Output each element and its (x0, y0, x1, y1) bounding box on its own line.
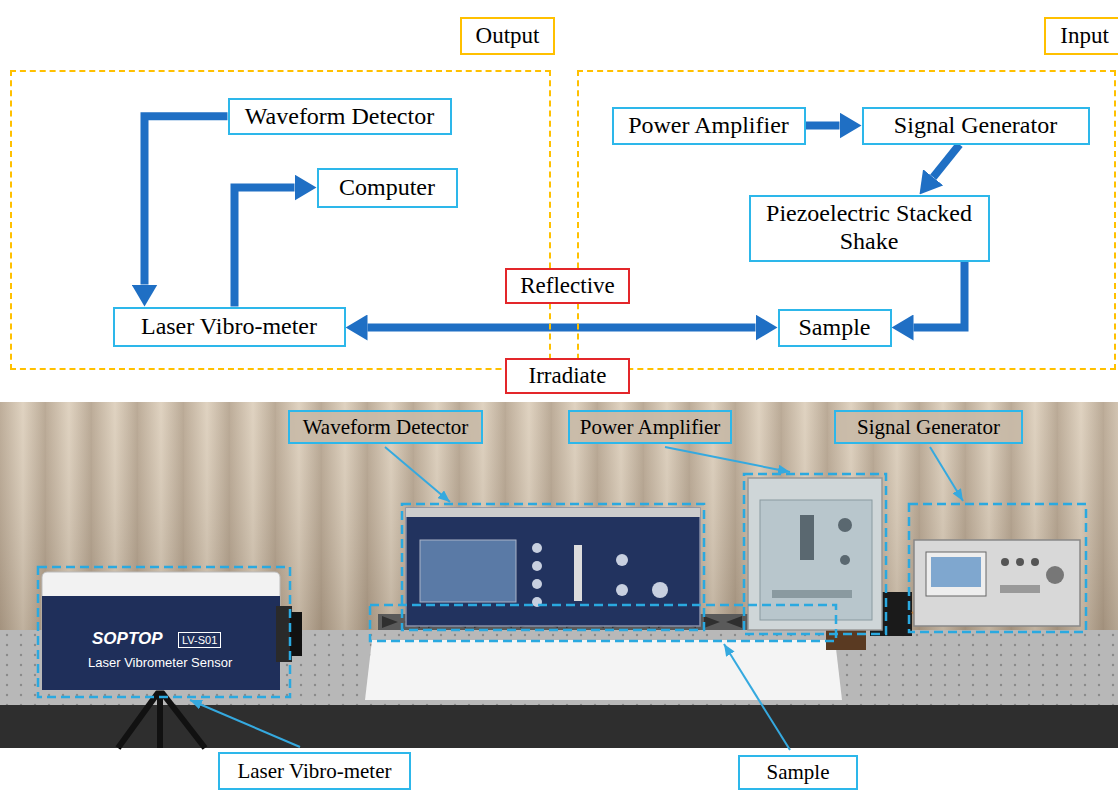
curtain-shade (0, 402, 1118, 748)
callout-box: Signal Generator (834, 410, 1023, 444)
process-box: Signal Generator (862, 107, 1090, 145)
box-label: Signal Generator (857, 415, 1000, 439)
device-outline (38, 474, 1086, 697)
box-label: Power Amplifier (628, 112, 789, 140)
box-label: Laser Vibro-meter (141, 313, 317, 341)
signal-tag: Irradiate (505, 358, 630, 394)
flow-arrow (933, 145, 959, 178)
flow-arrow (914, 262, 965, 328)
flow-arrow (235, 188, 295, 307)
leader-line (190, 447, 963, 750)
process-box: Sample (778, 309, 892, 347)
group-region: OutputWaveform DetectorComputerLaser Vib… (10, 70, 551, 370)
laser-vibrometer-device (42, 572, 302, 690)
box-label: Computer (339, 174, 435, 202)
group-heading: Input (1044, 17, 1118, 55)
box-label: Piezoelectric Stacked Shake (761, 200, 978, 255)
process-box: Power Amplifier (612, 107, 806, 145)
callout-box: Power Amplifier (568, 410, 733, 444)
paper-sheet (365, 640, 842, 700)
box-label: Sample (767, 760, 830, 784)
device-label: LV-S01 (178, 632, 221, 648)
flow-arrow (368, 324, 756, 332)
flow-arrow (806, 122, 840, 130)
process-box: Laser Vibro-meter (113, 307, 346, 347)
flow-arrow (145, 116, 228, 284)
group-heading: Output (460, 17, 556, 55)
signal-generator-device (914, 540, 1080, 626)
box-label: Laser Vibro-meter (237, 759, 391, 783)
waveform-detector-device (406, 508, 700, 626)
tripod (118, 690, 205, 748)
process-box: Computer (317, 168, 458, 208)
box-label: Sample (799, 314, 871, 342)
device-label: SOPTOP (92, 630, 163, 649)
callout-box: Laser Vibro-meter (218, 752, 411, 790)
box-label: Power Amplifier (580, 415, 721, 439)
box-label: Reflective (520, 273, 615, 299)
group-region: InputPower AmplifierSignal GeneratorPiez… (577, 70, 1116, 370)
box-label: Waveform Detector (303, 415, 469, 439)
process-box: Piezoelectric Stacked Shake (749, 195, 990, 262)
table-edge (0, 705, 1118, 748)
callout-box: Waveform Detector (288, 410, 483, 444)
device-label: Laser Vibrometer Sensor (88, 656, 232, 670)
signal-tag: Reflective (505, 268, 630, 304)
box-label: Irradiate (529, 363, 607, 389)
power-amplifier-device (748, 478, 882, 630)
process-box: Waveform Detector (228, 98, 452, 136)
box-label: Waveform Detector (245, 103, 434, 131)
callout-box: Sample (738, 755, 858, 790)
box-label: Signal Generator (894, 112, 1057, 140)
curtain (0, 402, 1118, 748)
